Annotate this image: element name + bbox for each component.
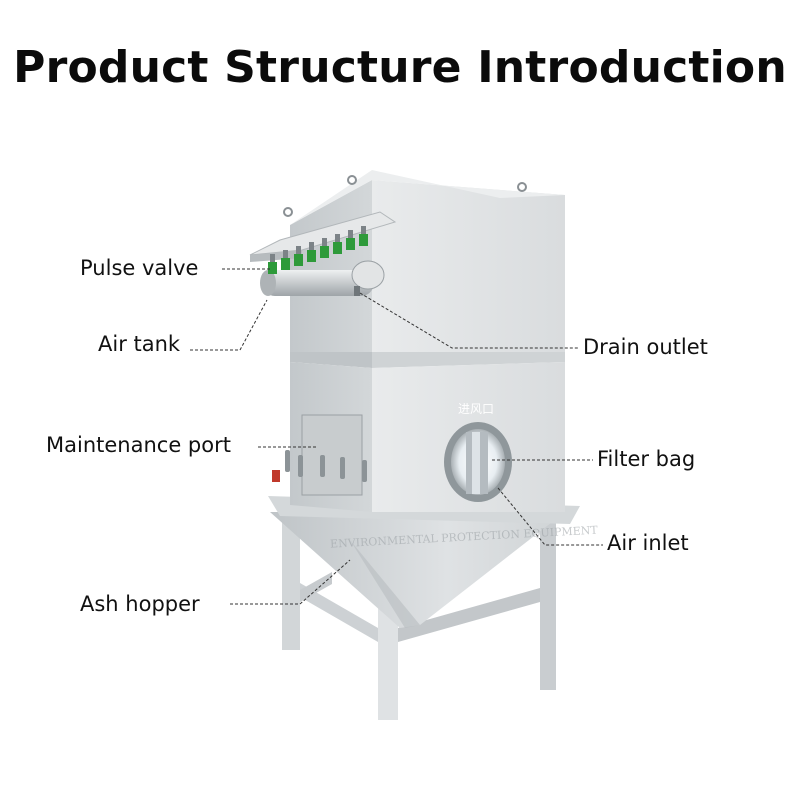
label-pulse-valve: Pulse valve bbox=[80, 256, 198, 280]
drain-outlet bbox=[354, 286, 360, 296]
inlet-marking: 进风口 bbox=[458, 402, 494, 416]
maintenance-port bbox=[272, 415, 367, 495]
label-maintenance-port: Maintenance port bbox=[46, 433, 231, 457]
label-filter-bag: Filter bag bbox=[597, 447, 695, 471]
label-drain-outlet: Drain outlet bbox=[583, 335, 708, 359]
label-air-inlet: Air inlet bbox=[607, 531, 689, 555]
air-inlet-opening bbox=[444, 422, 512, 502]
leader-air-tank bbox=[190, 300, 267, 350]
upper-casing bbox=[372, 180, 565, 352]
label-air-tank: Air tank bbox=[98, 332, 180, 356]
label-ash-hopper: Ash hopper bbox=[80, 592, 200, 616]
